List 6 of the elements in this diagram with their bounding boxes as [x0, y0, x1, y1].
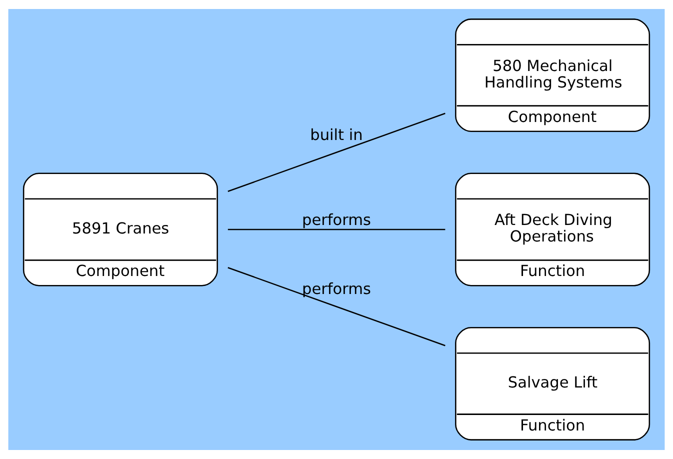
- edge-label: performs: [302, 280, 371, 298]
- edge-label: built in: [310, 126, 363, 144]
- connector: [228, 267, 446, 346]
- connector: [228, 112, 446, 192]
- connector: [228, 228, 446, 230]
- edge-label: performs: [302, 211, 371, 230]
